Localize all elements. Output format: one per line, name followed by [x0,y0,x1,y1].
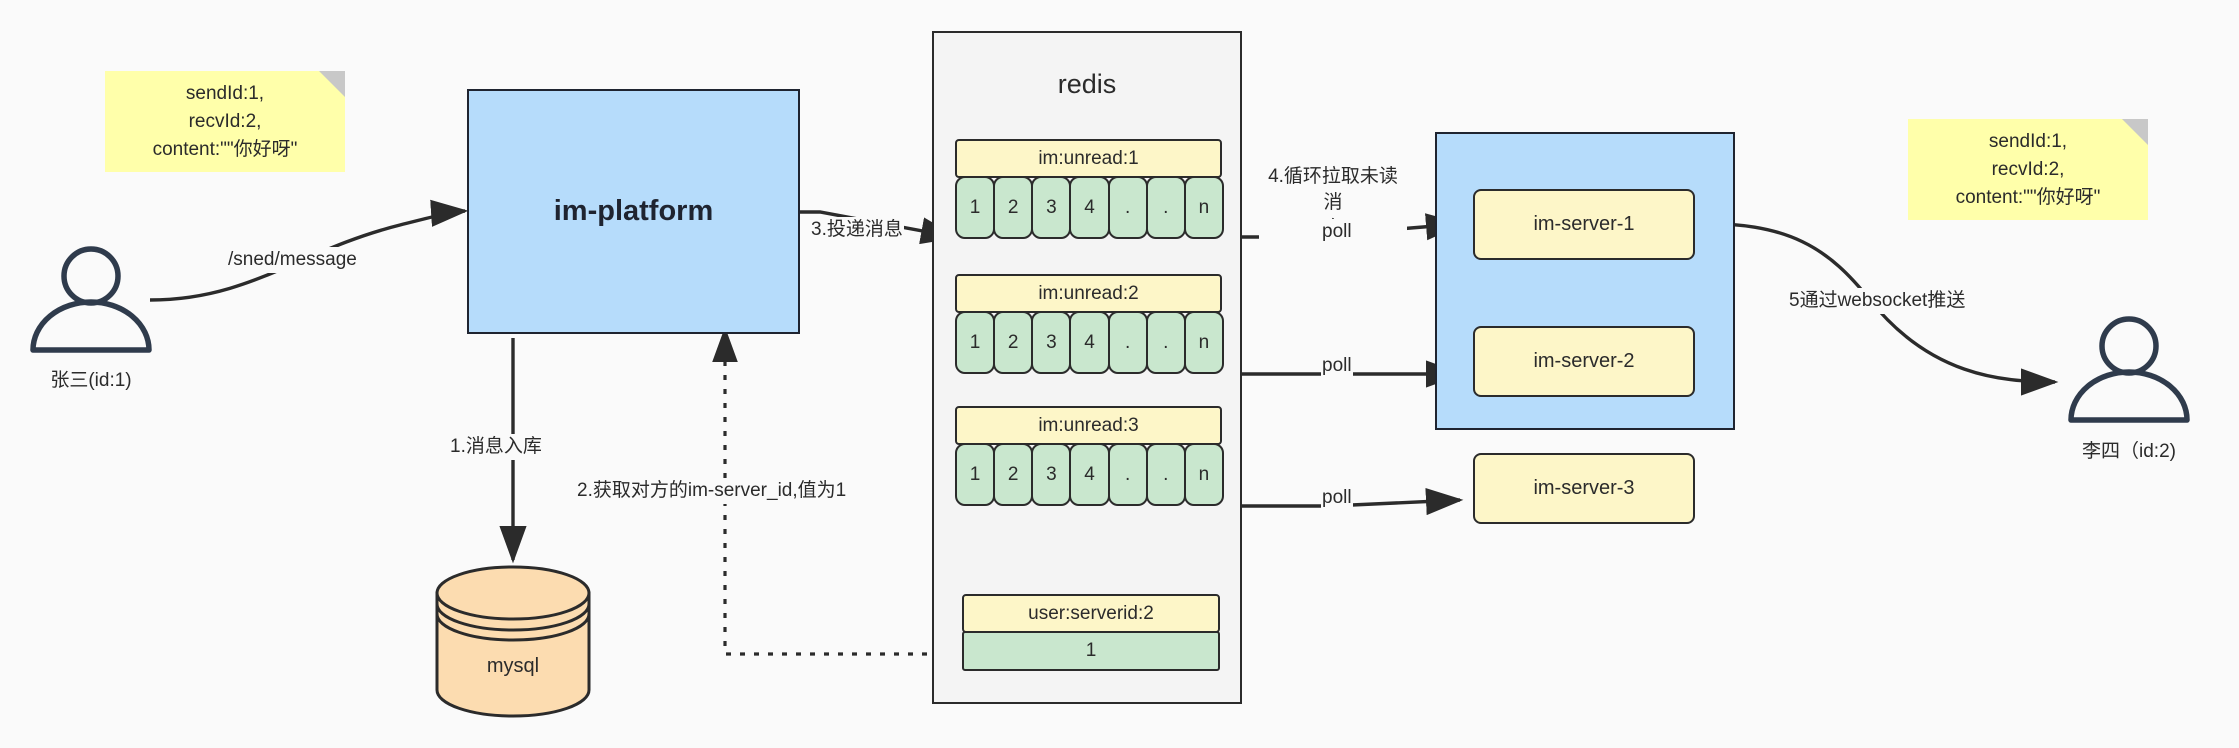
redis-cell[interactable]: 3 [1031,176,1072,239]
redis-cell[interactable]: . [1107,176,1148,239]
edge-label-step1: 1.消息入库 [449,434,543,460]
redis-cell[interactable]: 2 [993,311,1034,374]
redis-key-cells: 1 2 3 4 . . n [955,176,1224,239]
edge-label-step2: 2.获取对方的im-server_id,值为1 [576,478,848,504]
redis-cell[interactable]: . [1145,311,1186,374]
note-right-message-payload: sendId:1, recvId:2, content:""你好呀" [1908,119,2148,220]
im-server-3-label: im-server-3 [1533,477,1635,499]
redis-key-block-2[interactable]: im:unread:3 1 2 3 4 . . n [955,406,1224,506]
redis-cell[interactable]: 4 [1069,443,1110,506]
redis-cell[interactable]: 3 [1031,443,1072,506]
redis-cell[interactable]: . [1145,176,1186,239]
edge-label-poll-2: poll [1321,353,1353,379]
edge-label-poll-1: poll [1321,219,1353,245]
edge-label-step5: 5通过websocket推送 [1788,288,1967,314]
redis-key-block-1[interactable]: im:unread:2 1 2 3 4 . . n [955,274,1224,374]
sender-actor-label: 张三(id:1) [50,370,132,391]
note-fold-corner-icon [2122,119,2148,145]
redis-key-cells: 1 2 3 4 . . n [955,443,1224,506]
redis-cell[interactable]: 1 [955,176,996,239]
redis-cell[interactable]: . [1107,443,1148,506]
im-server-3-box[interactable]: im-server-3 [1473,453,1695,524]
redis-cell[interactable]: . [1145,443,1186,506]
mysql-label: mysql [486,655,540,677]
redis-cell[interactable]: 4 [1069,176,1110,239]
edge-label-step3: 3.投递消息 [810,217,904,243]
redis-title: redis [1057,69,1117,99]
note-left-message-payload: sendId:1, recvId:2, content:""你好呀" [105,71,345,172]
redis-cell[interactable]: . [1107,311,1148,374]
edge-label-send-message: /sned/message [227,247,358,273]
note-left-text: sendId:1, recvId:2, content:""你好呀" [152,82,298,160]
redis-cell[interactable]: 2 [993,176,1034,239]
redis-cell[interactable]: 1 [955,311,996,374]
im-platform-box[interactable]: im-platform [467,89,800,334]
sender-actor-icon [30,246,152,353]
im-server-1-label: im-server-1 [1533,213,1635,235]
redis-cell[interactable]: n [1183,176,1224,239]
note-right-text: sendId:1, recvId:2, content:""你好呀" [1955,130,2101,208]
redis-serverid-value[interactable]: 1 [962,631,1220,671]
redis-cell[interactable]: 2 [993,443,1034,506]
redis-serverid-block[interactable]: user:serverid:2 1 [962,594,1220,671]
redis-cell[interactable]: 4 [1069,311,1110,374]
redis-cell[interactable]: 3 [1031,311,1072,374]
receiver-actor-icon [2068,316,2190,423]
redis-serverid-key-name: user:serverid:2 [962,594,1220,633]
redis-cell[interactable]: n [1183,311,1224,374]
redis-key-name: im:unread:2 [955,274,1222,313]
im-server-2-label: im-server-2 [1533,350,1635,372]
redis-key-cells: 1 2 3 4 . . n [955,311,1224,374]
redis-cell[interactable]: n [1183,443,1224,506]
note-fold-corner-icon [319,71,345,97]
redis-key-name: im:unread:3 [955,406,1222,445]
redis-key-name: im:unread:1 [955,139,1222,178]
im-server-2-box[interactable]: im-server-2 [1473,326,1695,397]
redis-cell[interactable]: 1 [955,443,996,506]
im-platform-label: im-platform [553,195,714,227]
receiver-actor-label: 李四（id:2) [2082,441,2176,462]
im-server-1-box[interactable]: im-server-1 [1473,189,1695,260]
redis-key-block-0[interactable]: im:unread:1 1 2 3 4 . . n [955,139,1224,239]
mysql-node[interactable]: mysql [437,560,589,716]
edge-label-poll-3: poll [1321,485,1353,511]
